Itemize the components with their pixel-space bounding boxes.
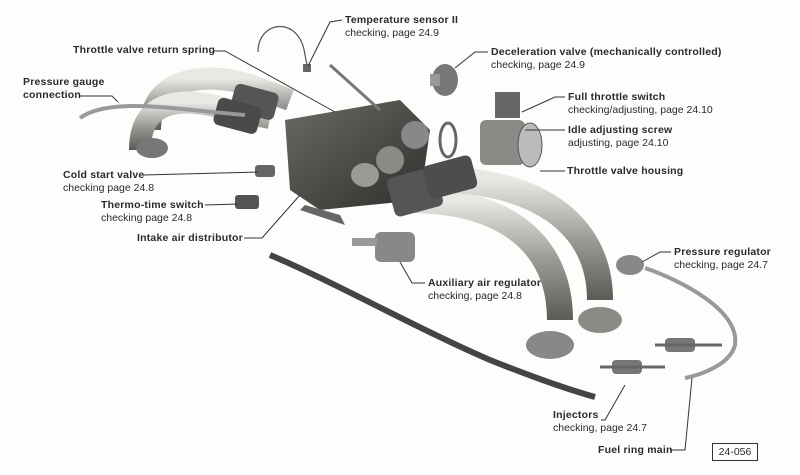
label-full-throttle-switch: Full throttle switch checking/adjusting,… (568, 91, 713, 117)
left-intake-runners (78, 67, 294, 158)
label-title: Thermo-time switch (101, 199, 204, 211)
label-title: Intake air distributor (137, 232, 243, 244)
label-title: Full throttle switch (568, 91, 666, 103)
injectors (600, 338, 722, 374)
cold-start-valve (255, 165, 275, 177)
label-subtitle: checking, page 24.9 (345, 27, 439, 39)
label-pressure-gauge: Pressure gauge connection (23, 76, 105, 102)
label-title: Idle adjusting screw (568, 124, 673, 136)
thermo-time-switch (235, 195, 259, 209)
label-return-spring: Throttle valve return spring (73, 44, 215, 57)
label-cold-start-valve: Cold start valve checking page 24.8 (63, 169, 154, 195)
label-subtitle: checking, page 24.9 (491, 59, 585, 71)
label-throttle-valve-housing: Throttle valve housing (567, 165, 683, 178)
label-intake-air-distributor: Intake air distributor (137, 232, 243, 245)
throttle-linkage (328, 63, 382, 112)
label-deceleration-valve: Deceleration valve (mechanically control… (491, 46, 722, 72)
label-temperature-sensor: Temperature sensor II checking, page 24.… (345, 14, 458, 40)
label-pressure-regulator: Pressure regulator checking, page 24.7 (674, 246, 771, 272)
label-title: Fuel ring main (598, 444, 673, 456)
label-subtitle: adjusting, page 24.10 (568, 137, 669, 149)
label-title: Injectors (553, 409, 599, 421)
label-subtitle: checking, page 24.7 (553, 422, 647, 434)
fuel-ring-main (644, 266, 738, 380)
temperature-sensor-wire (257, 26, 309, 71)
right-intake-runners (387, 155, 622, 359)
label-title: Auxiliary air regulator (428, 277, 542, 289)
label-idle-adjusting-screw: Idle adjusting screw adjusting, page 24.… (568, 124, 672, 150)
auxiliary-air-regulator (352, 232, 415, 262)
label-title: Deceleration valve (mechanically control… (491, 46, 722, 58)
label-title: Throttle valve housing (567, 165, 684, 177)
label-title: Temperature sensor II (345, 14, 459, 26)
fuel-hose (268, 252, 596, 400)
label-title: Pressure regulator (674, 246, 771, 258)
temperature-sensor (303, 64, 311, 72)
throttle-valve-housing (480, 92, 543, 168)
label-title: Pressure gauge (23, 76, 105, 88)
label-injectors: Injectors checking, page 24.7 (553, 409, 647, 435)
figure-number: 24-056 (712, 443, 758, 461)
label-title: Cold start valve (63, 169, 145, 181)
label-auxiliary-air-regulator: Auxiliary air regulator checking, page 2… (428, 277, 541, 303)
leader-lines (80, 19, 693, 451)
label-subtitle: checking page 24.8 (101, 212, 193, 224)
label-title: connection (23, 89, 82, 101)
pressure-regulator (616, 255, 644, 275)
label-fuel-ring-main: Fuel ring main (598, 444, 673, 457)
label-subtitle: checking, page 24.8 (428, 290, 522, 302)
label-thermo-time-switch: Thermo-time switch checking page 24.8 (101, 199, 204, 225)
label-subtitle: checking, page 24.7 (674, 259, 768, 271)
label-subtitle: checking/adjusting, page 24.10 (568, 104, 713, 116)
deceleration-valve (430, 64, 458, 96)
label-title: Throttle valve return spring (73, 44, 216, 56)
label-subtitle: checking page 24.8 (63, 182, 155, 194)
